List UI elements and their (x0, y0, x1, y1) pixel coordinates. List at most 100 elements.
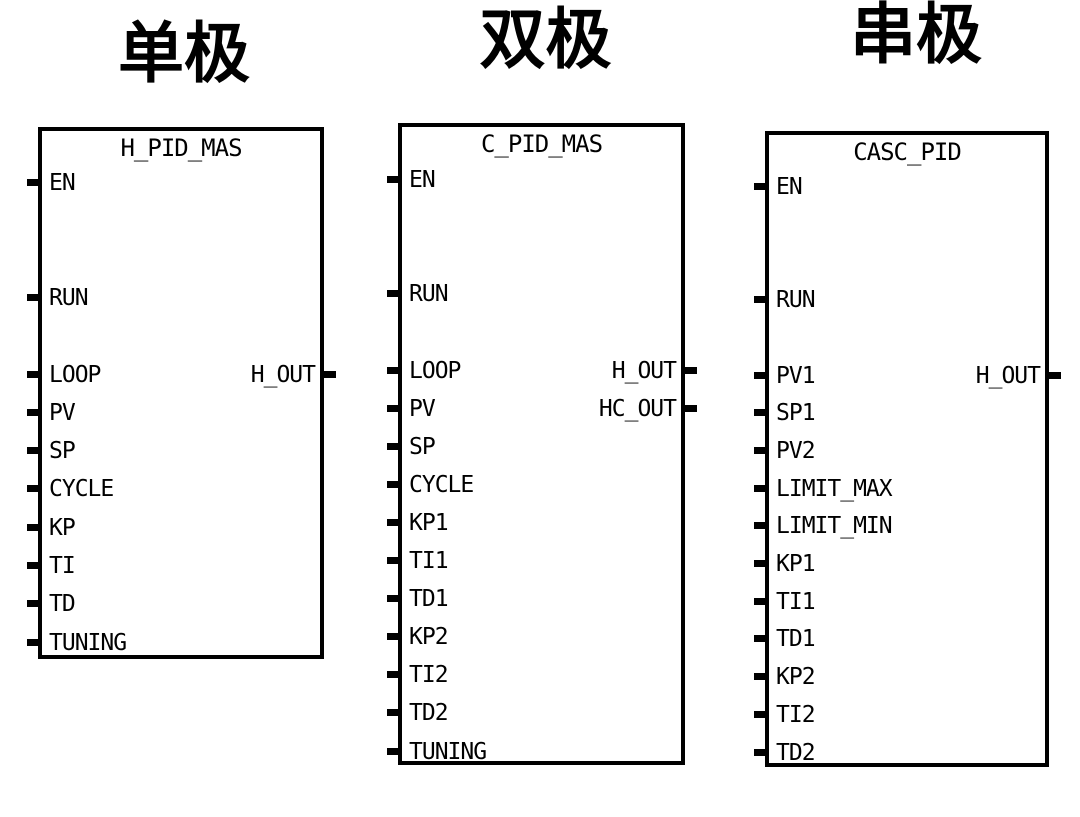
input-pin-stub (387, 290, 398, 297)
input-pin-label: SP (49, 438, 76, 464)
input-pin-label: EN (49, 170, 76, 196)
input-pin-row: EN (754, 172, 1045, 202)
input-pin-row: TI2 (387, 660, 681, 690)
input-pin-row: TI1 (754, 587, 1045, 617)
input-pin-label: TD2 (409, 700, 449, 726)
input-pin-stub (387, 405, 398, 412)
input-pin-row: EN (387, 165, 681, 195)
output-pin-label: H_OUT (611, 358, 677, 384)
input-pin-stub (754, 749, 765, 756)
input-pin-row: RUN (387, 279, 681, 309)
input-pin-label: KP2 (776, 664, 816, 690)
input-pin-row: KP1 (754, 549, 1045, 579)
input-pin-stub (27, 639, 38, 646)
output-pin-label: H_OUT (250, 362, 316, 388)
input-pin-stub (27, 371, 38, 378)
input-pin-stub (387, 443, 398, 450)
input-pin-label: LIMIT_MAX (776, 476, 893, 502)
column-heading-unipolar: 单极 (118, 15, 250, 92)
input-pin-label: RUN (776, 287, 816, 313)
input-pin-stub (387, 709, 398, 716)
input-pin-stub (27, 409, 38, 416)
output-pin-label: HC_OUT (598, 396, 677, 422)
input-pin-label: TD1 (776, 626, 816, 652)
block-title: CASC_PID (853, 138, 962, 166)
input-pin-row: CYCLE (27, 474, 320, 504)
input-pin-stub (387, 557, 398, 564)
input-pin-row: TD1 (387, 584, 681, 614)
input-pin-row: KP2 (754, 662, 1045, 692)
input-pin-row: TI1 (387, 546, 681, 576)
input-pin-label: TUNING (409, 739, 487, 765)
input-pin-label: CYCLE (409, 472, 474, 498)
input-pin-label: LIMIT_MIN (776, 513, 893, 539)
input-pin-label: KP2 (409, 624, 449, 650)
input-pin-stub (27, 485, 38, 492)
input-pin-stub (27, 524, 38, 531)
input-pin-label: TI2 (409, 662, 449, 688)
input-pin-row: SP1 (754, 398, 1045, 428)
input-pin-row: SP (387, 432, 681, 462)
input-pin-stub (387, 481, 398, 488)
input-pin-label: LOOP (409, 358, 461, 384)
input-pin-stub (754, 522, 765, 529)
input-pin-stub (27, 447, 38, 454)
input-pin-label: TD (49, 591, 76, 617)
input-pin-stub (754, 447, 765, 454)
input-pin-row: KP2 (387, 622, 681, 652)
input-pin-stub (754, 560, 765, 567)
input-pin-label: PV (49, 400, 76, 426)
input-pin-label: PV1 (776, 363, 816, 389)
input-pin-stub (27, 294, 38, 301)
input-pin-stub (387, 176, 398, 183)
input-pin-row: TI (27, 551, 320, 581)
input-pin-stub (754, 673, 765, 680)
input-pin-row: KP (27, 513, 320, 543)
input-pin-row: LOOP (387, 356, 681, 386)
input-pin-row: PV (387, 394, 681, 424)
input-pin-stub (387, 671, 398, 678)
output-pin-stub (324, 371, 336, 378)
output-pin-row: H_OUT (42, 360, 336, 390)
input-pin-row: PV2 (754, 436, 1045, 466)
input-pin-label: EN (409, 167, 436, 193)
output-pin-row: H_OUT (769, 361, 1061, 391)
input-pin-stub (754, 409, 765, 416)
input-pin-stub (387, 367, 398, 374)
input-pin-label: KP1 (409, 510, 449, 536)
output-pin-stub (685, 405, 697, 412)
output-pin-stub (685, 367, 697, 374)
input-pin-row: TD1 (754, 624, 1045, 654)
input-pin-label: PV (409, 396, 436, 422)
input-pin-row: SP (27, 436, 320, 466)
output-pin-row: H_OUT (402, 356, 697, 386)
input-pin-row: TD (27, 589, 320, 619)
input-pin-label: TUNING (49, 630, 127, 656)
input-pin-stub (754, 485, 765, 492)
input-pin-row: LIMIT_MIN (754, 511, 1045, 541)
input-pin-label: TI (49, 553, 76, 579)
input-pin-row: RUN (27, 283, 320, 313)
input-pin-row: TI2 (754, 700, 1045, 730)
input-pin-row: RUN (754, 285, 1045, 315)
input-pin-label: KP1 (776, 551, 816, 577)
input-pin-row: KP1 (387, 508, 681, 538)
input-pin-row: TUNING (387, 737, 681, 767)
input-pin-row: LIMIT_MAX (754, 474, 1045, 504)
input-pin-stub (387, 519, 398, 526)
input-pin-row: CYCLE (387, 470, 681, 500)
input-pin-label: SP (409, 434, 436, 460)
input-pin-label: CYCLE (49, 476, 114, 502)
input-pin-label: PV2 (776, 438, 816, 464)
input-pin-row: TD2 (387, 698, 681, 728)
input-pin-label: TD1 (409, 586, 449, 612)
input-pin-stub (27, 562, 38, 569)
input-pin-label: EN (776, 174, 803, 200)
input-pin-label: TD2 (776, 740, 816, 766)
